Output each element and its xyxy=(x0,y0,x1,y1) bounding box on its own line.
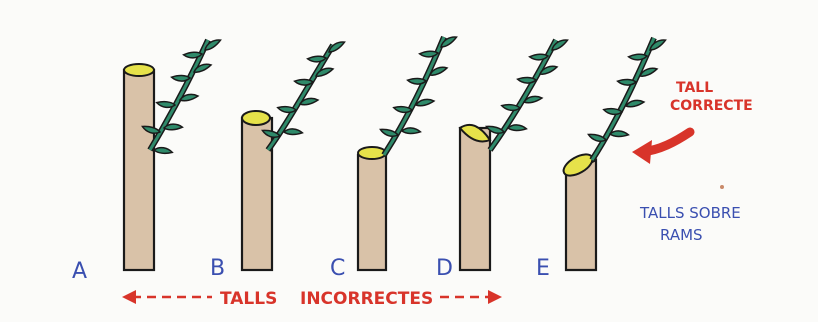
label-b: B xyxy=(210,256,225,281)
cut-surface xyxy=(124,64,154,76)
label-d: D xyxy=(436,256,453,281)
label-c: C xyxy=(330,256,345,281)
stem-e xyxy=(560,150,596,270)
caption-rams: RAMS xyxy=(660,226,703,244)
cut-surface xyxy=(242,111,270,125)
caption-talls-sobre: TALLS SOBRE xyxy=(639,204,741,222)
caption-tall: TALL xyxy=(676,80,713,96)
stem-d xyxy=(460,125,490,270)
caption-talls: TALLS xyxy=(220,289,277,309)
caption-correcte: CORRECTE xyxy=(670,98,753,114)
stem-c xyxy=(358,147,386,270)
caption-incorrectes: INCORRECTES xyxy=(300,289,433,309)
label-e: E xyxy=(536,256,550,281)
label-a: A xyxy=(72,259,87,284)
stem-a xyxy=(124,64,154,270)
ink-dot xyxy=(720,185,724,189)
